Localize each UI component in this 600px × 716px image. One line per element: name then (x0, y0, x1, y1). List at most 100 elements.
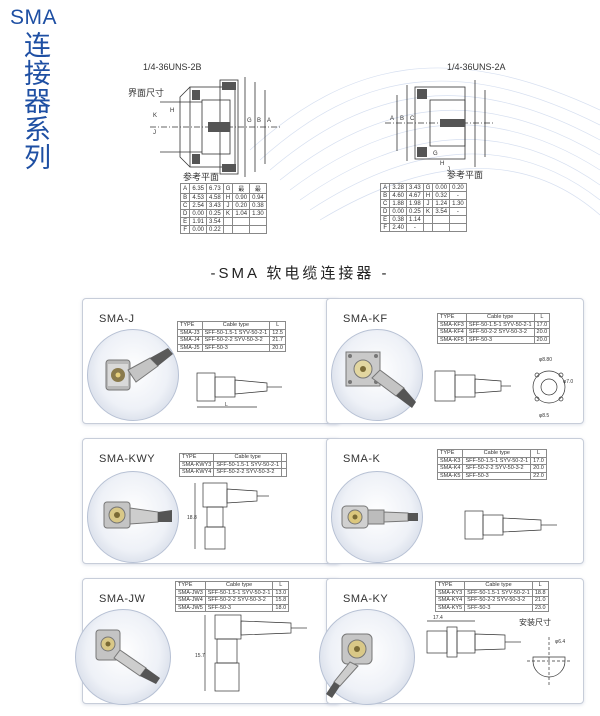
dimension-cell (232, 217, 251, 226)
spec-cell: 17.0 (530, 456, 547, 465)
dimension-cell: A (379, 183, 391, 192)
spec-cell: SMA-JW3 (175, 588, 206, 597)
svg-text:B: B (257, 118, 261, 124)
dimension-cell: 4.60 (389, 191, 408, 200)
spec-header-cell: Cable type (465, 313, 535, 322)
dimension-cell: 0.25 (206, 209, 224, 218)
interface-dimension-label: 界面尺寸 (128, 88, 165, 98)
dimension-cell: 3.28 (389, 183, 408, 192)
spec-header-cell: Cable type (462, 449, 532, 458)
dimension-cell: D (179, 209, 191, 218)
sma-k-dimension-drawing (464, 510, 557, 540)
dimension-cell: 0.94 (249, 193, 267, 202)
dimension-cell: 3.43 (206, 201, 224, 210)
install-dimension-label: 安装尺寸 (519, 618, 551, 627)
product-name: SMA-J (99, 313, 135, 325)
dimension-cell: 1.91 (189, 217, 208, 226)
dimension-cell: H (422, 191, 434, 200)
dimension-cell: 1.88 (389, 199, 408, 208)
dimension-cell: J (422, 199, 434, 208)
spec-cell: SMA-KF3 (437, 320, 467, 329)
product-name: SMA-KF (343, 313, 388, 325)
spec-cell: SFF-50-1.5-1 SYV-50-2-1 (201, 328, 271, 337)
spec-cell (281, 468, 288, 477)
dimension-cell (249, 225, 267, 234)
dimension-cell: 0.20 (449, 183, 467, 192)
dimension-cell: 0.00 (189, 209, 208, 218)
dimension-cell: 4.58 (206, 193, 224, 202)
dimension-cell (449, 215, 467, 224)
spec-header-cell: Cable type (204, 581, 274, 590)
dimension-cell: 3.43 (406, 183, 424, 192)
spec-cell: SFF-50-3 (462, 471, 532, 480)
series-title-cjk: 连接器系列 (24, 31, 51, 173)
dimension-cell: K (222, 209, 234, 218)
dimension-cell (422, 223, 434, 232)
spec-header-cell: TYPE (434, 581, 466, 590)
dimension-cell: B (379, 191, 391, 200)
spec-cell: SFF-50-1.5-1 SYV-50-2-1 (213, 460, 283, 469)
dimension-cell: B (179, 193, 191, 202)
spec-cell: 21.7 (269, 336, 286, 345)
dimension-cell: 4.53 (189, 193, 208, 202)
spec-cell: 13.0 (272, 588, 290, 597)
dimension-cell (422, 215, 434, 224)
spec-cell: SFF-50-3 (201, 343, 271, 352)
spec-cell: 20.0 (533, 328, 551, 337)
svg-text:φ8.5: φ8.5 (539, 413, 549, 419)
dimension-cell: 1.98 (406, 199, 424, 208)
spec-cell: SMA-KF5 (437, 335, 467, 344)
spec-cell: SFF-50-1.5-1 SYV-50-2-1 (204, 588, 274, 597)
dimension-cell: G (422, 183, 434, 192)
svg-text:K: K (153, 113, 157, 119)
right-thread-label: 1/4-36UNS-2A (447, 62, 506, 72)
dimension-cell: 0.25 (406, 207, 424, 216)
dimension-cell: 1.30 (249, 209, 267, 218)
sma-j-connector-photo (105, 348, 173, 391)
spec-cell: SFF-50-2-2 SYV-50-3-2 (201, 336, 271, 345)
dimension-cell: - (406, 223, 424, 232)
product-photo-frame (331, 329, 423, 421)
svg-text:A: A (390, 116, 394, 122)
spec-cell: SMA-KY3 (434, 588, 466, 597)
dimension-cell: 0.20 (232, 201, 251, 210)
dimension-cell: C (379, 199, 391, 208)
dimension-cell: 0.00 (189, 225, 208, 234)
spec-cell: SFF-50-3 (204, 603, 274, 612)
spec-cell: 17.0 (533, 320, 551, 329)
spec-header-cell: L (533, 313, 551, 322)
sma-ky-connector-photo (326, 633, 373, 698)
dimension-cell: 0.38 (249, 201, 267, 210)
dimension-cell: - (449, 191, 467, 200)
dimension-cell: A (179, 183, 191, 194)
dimension-cell: 最 (232, 183, 251, 194)
dimension-cell: 2.40 (389, 223, 408, 232)
spec-cell: 23.0 (531, 603, 549, 612)
spec-cell: 22.0 (530, 471, 547, 480)
spec-cell: SFF-50-1.5-1 SYV-50-2-1 (462, 456, 532, 465)
series-title: SMA 连接器系列 (10, 6, 57, 173)
